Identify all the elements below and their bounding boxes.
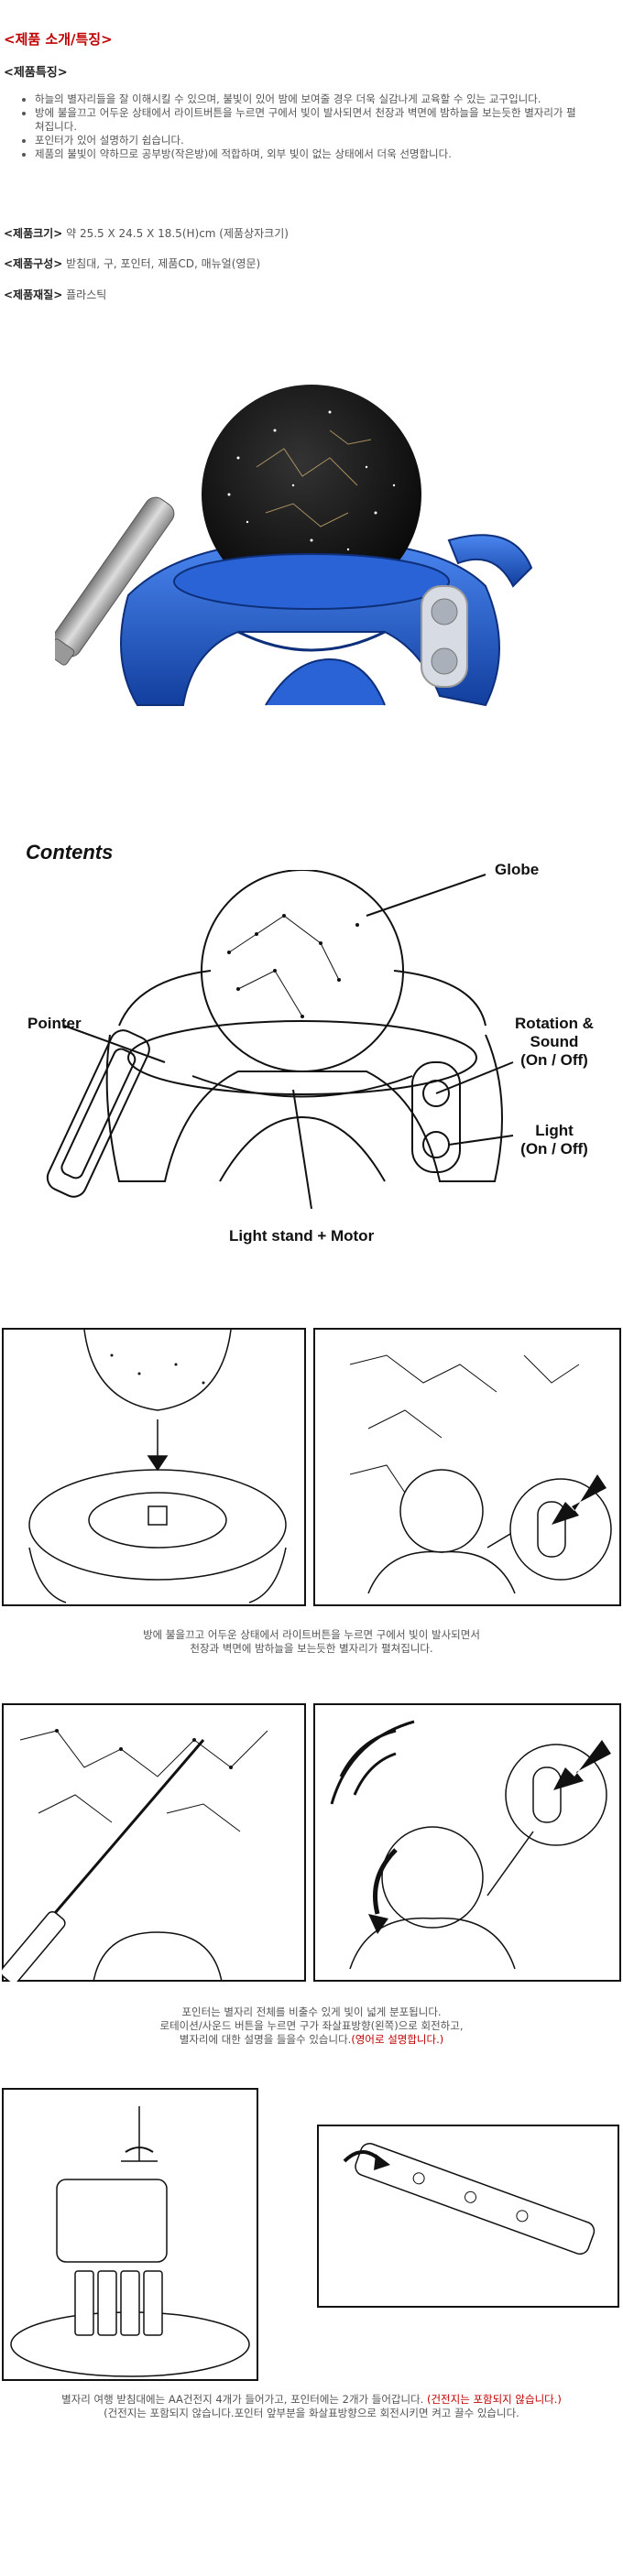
rotate-arrow-icon bbox=[373, 1848, 398, 1915]
list-item: 하늘의 별자리들을 잘 이해시킬 수 있으며, 불빛이 있어 밤에 보여줄 경우… bbox=[35, 92, 585, 106]
label-light-stand: Light stand + Motor bbox=[229, 1227, 375, 1245]
spec-label: <제품재질> bbox=[4, 288, 63, 301]
pointer-icon bbox=[55, 496, 175, 666]
product-photo bbox=[55, 385, 533, 707]
illustration-globe-install bbox=[2, 1328, 306, 1606]
spec-material: <제품재질> 플라스틱 bbox=[4, 287, 106, 302]
label-light: Light (On / Off) bbox=[520, 1122, 588, 1158]
caption-2: 포인터는 별자리 전체를 비출수 있게 빛이 넓게 분포됩니다. 로테이션/사운… bbox=[159, 2005, 464, 2046]
contents-diagram bbox=[46, 870, 514, 1210]
illustration-battery-pointer bbox=[317, 2125, 619, 2308]
label-pointer: Pointer bbox=[27, 1015, 82, 1032]
list-item: 제품의 불빛이 약하므로 공부방(작은방)에 적합하며, 외부 빛이 없는 상태… bbox=[35, 147, 585, 161]
spec-components: <제품구성> 받침대, 구, 포인터, 제품CD, 매뉴얼(영문) bbox=[4, 255, 260, 271]
list-item: 포인터가 있어 설명하기 쉽습니다. bbox=[35, 134, 585, 147]
page-title: <제품 소개/특징> bbox=[4, 31, 113, 48]
rotation-sound-button bbox=[431, 598, 458, 625]
spec-value: 약 25.5 X 24.5 X 18.5(H)cm (제품상자크기) bbox=[66, 227, 289, 240]
illustration-pointer bbox=[2, 1703, 306, 1982]
label-rotation-sound: Rotation & Sound (On / Off) bbox=[515, 1015, 594, 1069]
illustration-light-button bbox=[313, 1328, 621, 1606]
globe-icon bbox=[202, 385, 421, 604]
spec-value: 받침대, 구, 포인터, 제품CD, 매뉴얼(영문) bbox=[66, 257, 261, 270]
caption-3: 별자리 여행 받침대에는 AA건전지 4개가 들어가고, 포인터에는 2개가 들… bbox=[61, 2393, 562, 2419]
illustration-rotation bbox=[313, 1703, 621, 1982]
light-button bbox=[431, 647, 458, 675]
spec-size: <제품크기> 약 25.5 X 24.5 X 18.5(H)cm (제품상자크기… bbox=[4, 225, 289, 241]
caption-1: 방에 불을끄고 어두운 상태에서 라이트버튼을 누르면 구에서 빛이 발사되면서… bbox=[143, 1628, 480, 1655]
features-title: <제품특징> bbox=[4, 66, 68, 80]
spec-label: <제품크기> bbox=[4, 227, 63, 240]
spec-label: <제품구성> bbox=[4, 257, 63, 270]
illustration-battery-base bbox=[2, 2088, 258, 2381]
spec-value: 플라스틱 bbox=[66, 288, 107, 301]
label-globe: Globe bbox=[495, 861, 540, 878]
feature-list: 하늘의 별자리들을 잘 이해시킬 수 있으며, 불빛이 있어 밤에 보여줄 경우… bbox=[9, 92, 585, 161]
arrow-icon bbox=[552, 1474, 607, 1525]
arrow-icon bbox=[553, 1740, 611, 1790]
contents-title: Contents bbox=[26, 841, 114, 864]
list-item: 방에 불을끄고 어두운 상태에서 라이트버튼을 누르면 구에서 빛이 발사되면서… bbox=[35, 106, 585, 134]
